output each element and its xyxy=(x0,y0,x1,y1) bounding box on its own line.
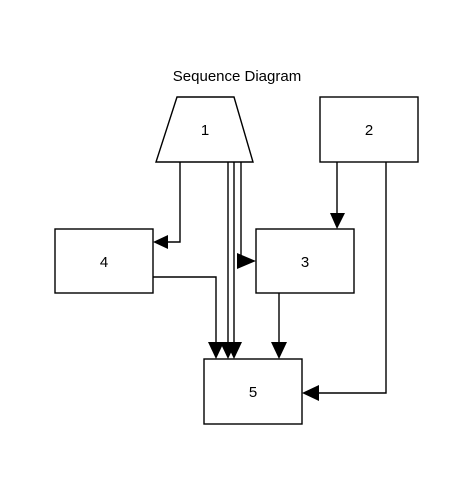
arrowhead xyxy=(330,213,345,229)
edge-4-to-5 xyxy=(153,276,224,359)
arrowhead xyxy=(153,235,168,249)
node-3[interactable]: 3 xyxy=(255,228,355,294)
node-1-label: 1 xyxy=(201,122,209,139)
diagram-title: Sequence Diagram xyxy=(173,68,301,85)
edge-1-to-4 xyxy=(153,162,181,249)
edge-1-to-5-b xyxy=(226,162,242,359)
node-4[interactable]: 4 xyxy=(54,228,154,294)
node-4-label: 4 xyxy=(100,254,108,271)
node-2[interactable]: 2 xyxy=(319,96,419,163)
node-5-label: 5 xyxy=(249,384,257,401)
node-2-shape xyxy=(319,96,419,163)
edge-1-to-3 xyxy=(237,162,256,269)
arrowhead xyxy=(237,253,256,269)
edge-3-to-5 xyxy=(271,293,287,359)
node-1[interactable]: 1 xyxy=(155,96,254,163)
edge-2-to-5 xyxy=(302,162,387,401)
node-5-shape xyxy=(203,358,303,425)
node-3-label: 3 xyxy=(301,254,309,271)
edge-2-to-3 xyxy=(330,162,345,229)
node-2-label: 2 xyxy=(365,122,373,139)
node-1-shape xyxy=(155,96,254,163)
node-5[interactable]: 5 xyxy=(203,358,303,425)
arrowhead xyxy=(226,342,242,359)
node-4-shape xyxy=(54,228,154,294)
arrowhead xyxy=(271,342,287,359)
arrowhead xyxy=(208,342,224,359)
arrowhead xyxy=(302,385,319,401)
